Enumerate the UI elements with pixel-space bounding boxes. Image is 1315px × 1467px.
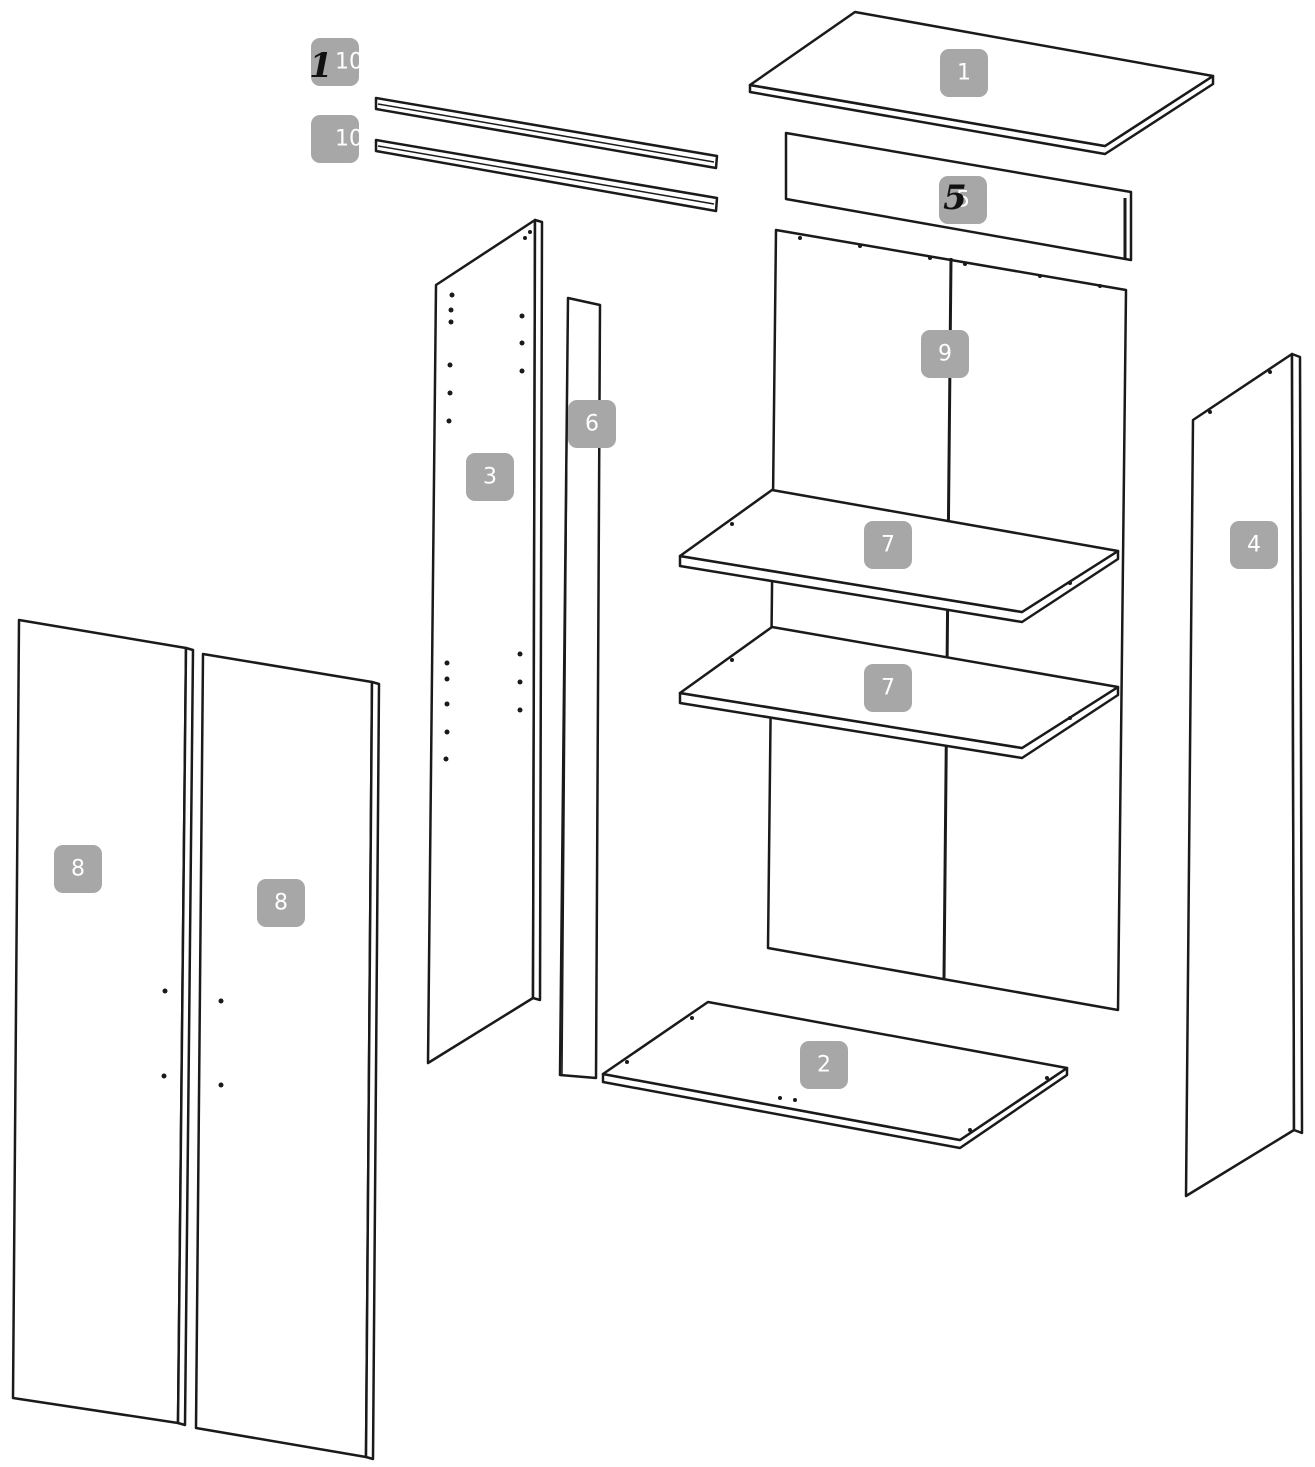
svg-text:3: 3	[483, 465, 497, 490]
rail-overprint: 5	[943, 178, 967, 218]
part-badge-10-upper: 10 1	[309, 38, 363, 86]
svg-text:9: 9	[938, 342, 952, 367]
svg-text:10: 10	[335, 50, 363, 75]
svg-text:8: 8	[274, 891, 288, 916]
right-side-panel	[1184, 352, 1304, 1198]
hanging-rod-upper	[374, 96, 719, 170]
part-badge-3: 3	[466, 453, 514, 501]
svg-text:6: 6	[585, 412, 599, 437]
back-panel-holes	[798, 236, 1102, 288]
part-badge-7-upper: 7	[864, 521, 912, 569]
svg-text:7: 7	[881, 533, 895, 558]
door-left	[11, 618, 195, 1427]
svg-text:8: 8	[71, 857, 85, 882]
part-badge-10-lower: 10	[311, 115, 363, 163]
hanging-rod-lower	[374, 138, 719, 213]
part-badge-1: 1	[940, 49, 988, 97]
left-side-panel	[426, 218, 544, 1065]
part-badge-7-lower: 7	[864, 664, 912, 712]
svg-text:5: 5	[956, 188, 970, 213]
svg-text:2: 2	[817, 1053, 831, 1078]
part-badge-9: 9	[921, 330, 969, 378]
rod-overprint: 1	[309, 46, 333, 86]
bottom-panel-holes	[625, 1016, 1049, 1132]
svg-text:4: 4	[1247, 533, 1261, 558]
center-divider	[558, 296, 602, 1080]
part-badge-8-left: 8	[54, 845, 102, 893]
door-right	[194, 652, 381, 1461]
part-badge-6: 6	[568, 400, 616, 448]
part-badge-4: 4	[1230, 521, 1278, 569]
svg-text:10: 10	[335, 127, 363, 152]
part-badge-8-right: 8	[257, 879, 305, 927]
left-side-panel-holes	[443, 230, 532, 762]
svg-text:7: 7	[881, 676, 895, 701]
svg-text:1: 1	[957, 61, 971, 86]
part-badge-5: 5 5	[939, 176, 987, 224]
part-badge-2: 2	[800, 1041, 848, 1089]
